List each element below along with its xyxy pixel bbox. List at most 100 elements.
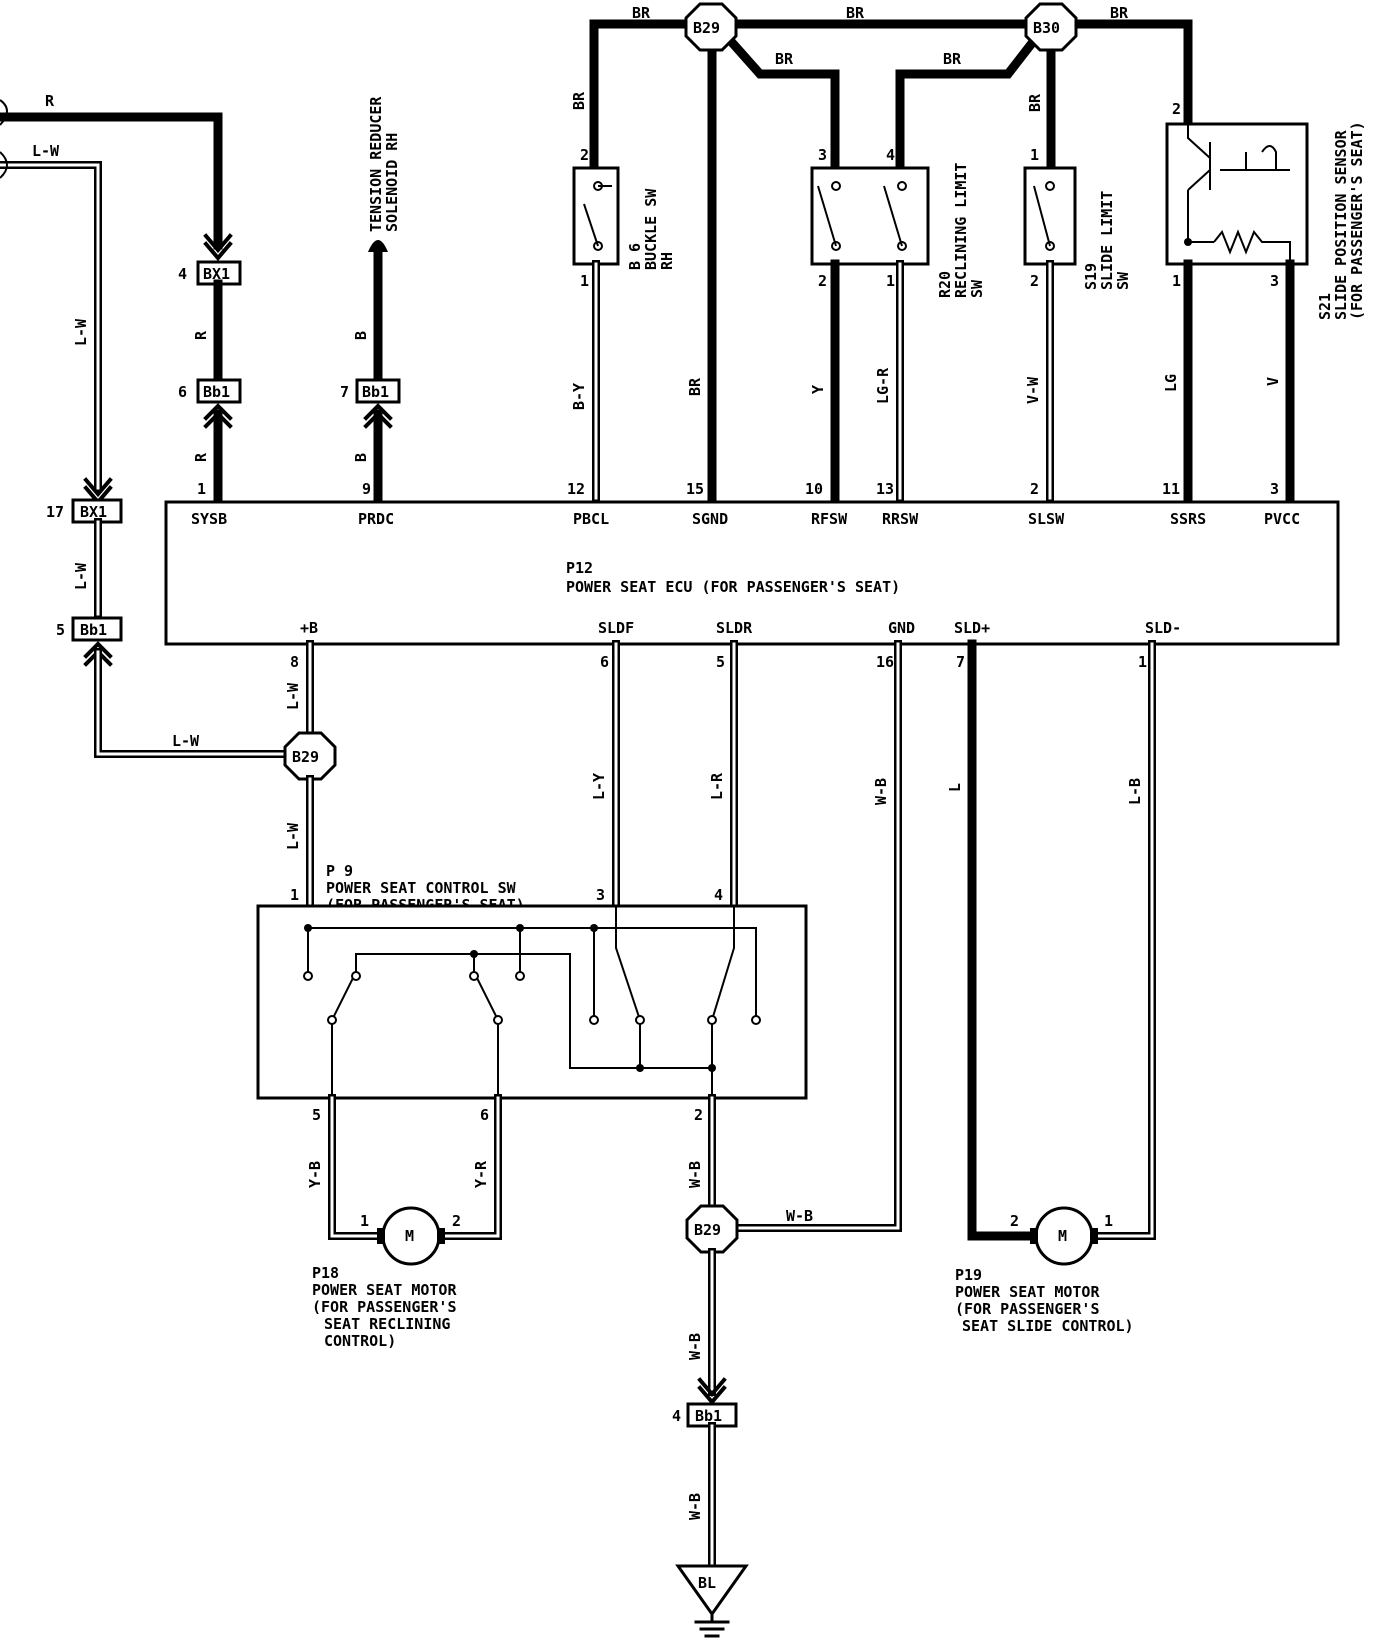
wire-color-by: B-Y [570, 383, 588, 410]
connector-bb1-b-pin: 7 [340, 383, 349, 401]
p18-pin-2: 2 [452, 1212, 461, 1230]
p9-pin-6: 6 [480, 1106, 489, 1124]
wire-color-lr: L-R [708, 772, 726, 800]
wire-color-wb-down2: W-B [686, 1493, 704, 1520]
ecu-top-name-5: RRSW [882, 510, 919, 528]
ecu-p12: P12 POWER SEAT ECU (FOR PASSENGER'S SEAT… [164, 500, 1340, 646]
s21-id: S21 [1316, 293, 1334, 320]
ecu-bot-name-0: +B [300, 619, 318, 637]
ecu-bot-pin-4: 7 [956, 653, 965, 671]
p19-id: P19 [955, 1266, 982, 1284]
p19-line2: (FOR PASSENGER'S [955, 1300, 1100, 1318]
wire-color-br-b6: BR [570, 91, 588, 110]
ecu-top-name-0: SYSB [191, 510, 227, 528]
slide-position-sensor-s21: 2 1 3 S21 SLIDE POSITION SENSOR (FOR PAS… [1165, 100, 1366, 320]
connector-bx1-b-label: BX1 [80, 503, 107, 521]
ecu-bottom-terminals: +B 8 SLDF 6 SLDR 5 GND 16 SLD+ 7 SLD- 17 [290, 619, 1181, 671]
ecu-top-pin-0: 1 [197, 480, 206, 498]
wire-color-br-d2: BR [943, 50, 962, 68]
p18-line2: (FOR PASSENGER'S [312, 1298, 457, 1316]
r20-id: R20 [936, 271, 954, 298]
p9-pin-5: 5 [312, 1106, 321, 1124]
connector-bx1-b: BX1 17 [46, 477, 123, 524]
tension-line1: TENSION REDUCER [367, 96, 385, 232]
wire-color-br-d1: BR [775, 50, 794, 68]
s21-line1: SLIDE POSITION SENSOR [1332, 129, 1350, 320]
p18-line3: SEAT RECLINING [324, 1315, 450, 1333]
connector-bb1-a: Bb1 6 [178, 378, 242, 429]
connector-bb1-c-label: Bb1 [80, 621, 107, 639]
connector-bx1-a-label: BX1 [203, 265, 230, 283]
tension-reducer-solenoid: TENSION REDUCER SOLENOID RH [367, 96, 401, 381]
s21-line2: (FOR PASSENGER'S SEAT) [1348, 121, 1366, 320]
junction-b29-mid-label: B29 [292, 748, 319, 766]
connector-bb1-c: Bb1 5 [56, 616, 123, 667]
ecu-top-pin-4: 10 [805, 480, 823, 498]
motor-p18: M 1 2 P18 POWER SEAT MOTOR (FOR PASSENGE… [312, 1206, 461, 1350]
r20-pin-2: 2 [818, 272, 827, 290]
p19-line3: SEAT SLIDE CONTROL) [962, 1317, 1134, 1335]
junction-b29-bottom-label: B29 [694, 1221, 721, 1239]
wire-color-y: Y [809, 385, 827, 394]
ecu-top-name-3: SGND [692, 510, 728, 528]
junction-b30-top-label: B30 [1033, 19, 1060, 37]
b6-id: B 6 [626, 243, 644, 270]
s21-pin-2: 2 [1172, 100, 1181, 118]
ecu-bot-pin-2: 5 [716, 653, 725, 671]
b6-pin-top: 2 [580, 146, 589, 164]
ecu-bot-pin-0: 8 [290, 653, 299, 671]
wire-color-wb-2: W-B [686, 1161, 704, 1188]
wire-color-wb-h: W-B [786, 1207, 813, 1225]
ecu-top-pin-1: 9 [362, 480, 371, 498]
ground-bl: BL [675, 1564, 749, 1638]
connector-bb1-d-pin: 4 [672, 1407, 681, 1425]
wire-color-lw-h: L-W [172, 732, 200, 750]
ecu-bot-pin-3: 16 [876, 653, 894, 671]
ecu-top-name-7: SSRS [1170, 510, 1206, 528]
tension-line2: SOLENOID RH [383, 133, 401, 232]
junction-b29-top-label: B29 [693, 19, 720, 37]
p18-line1: POWER SEAT MOTOR [312, 1281, 457, 1299]
connector-bb1-a-pin: 6 [178, 383, 187, 401]
connector-bb1-a-label: Bb1 [203, 383, 230, 401]
ecu-top-name-4: RFSW [811, 510, 848, 528]
wire-color-yr: Y-R [472, 1160, 490, 1188]
ecu-top-pin-7: 11 [1162, 480, 1180, 498]
wire-color-v: V [1264, 377, 1282, 386]
wire-color-r-top: R [45, 92, 55, 110]
r20-pin-1: 1 [886, 272, 895, 290]
ecu-id: P12 [566, 559, 593, 577]
junction-b29-top: B29 [684, 2, 738, 52]
wire-color-br-top3: BR [1110, 4, 1129, 22]
motor-p18-m: M [405, 1227, 414, 1245]
wire-color-br-top2: BR [846, 4, 865, 22]
ecu-bot-name-5: SLD- [1145, 619, 1181, 637]
ecu-top-pin-8: 3 [1270, 480, 1279, 498]
ecu-top-name-8: PVCC [1264, 510, 1300, 528]
wire-color-lgr: LG-R [874, 367, 892, 404]
wire-color-br-top1: BR [632, 4, 651, 22]
connector-bb1-b-label: Bb1 [362, 383, 389, 401]
p19-pin-1: 1 [1104, 1212, 1113, 1230]
ecu-top-name-6: SLSW [1028, 510, 1065, 528]
wire-color-ly: L-Y [590, 773, 608, 800]
connector-bb1-b: Bb1 7 [340, 378, 401, 429]
junction-b30-top: B30 [1024, 2, 1078, 52]
r20-line2: SW [968, 279, 986, 298]
r20-line1: RECLINING LIMIT [952, 163, 970, 298]
p18-pin-1: 1 [360, 1212, 369, 1230]
r20-pin-4: 4 [886, 146, 895, 164]
connector-bb1-d-label: Bb1 [695, 1407, 722, 1425]
s19-line2: SW [1114, 271, 1132, 290]
s19-pin-top: 1 [1030, 146, 1039, 164]
wire-color-lw-v1: L-W [72, 318, 90, 346]
p18-line4: CONTROL) [324, 1332, 396, 1350]
br-bus [589, 19, 1193, 503]
motor-p19-m: M [1058, 1227, 1067, 1245]
b6-line2: RH [658, 252, 676, 270]
s21-pin-1: 1 [1172, 272, 1181, 290]
p9-id: P 9 [326, 862, 353, 880]
r20-pin-3: 3 [818, 146, 827, 164]
ecu-bot-name-4: SLD+ [954, 619, 990, 637]
